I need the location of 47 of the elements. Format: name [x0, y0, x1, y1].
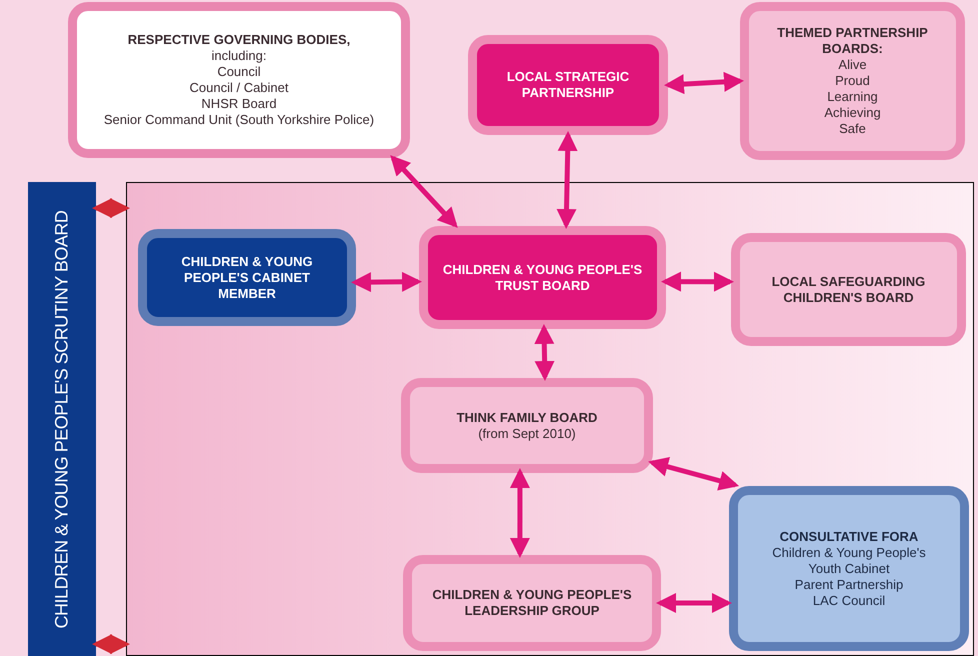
double-arrow	[92, 634, 130, 654]
node-text: Senior Command Unit (South Yorkshire Police)	[102, 112, 376, 128]
node-text: Parent Partnership	[794, 576, 904, 592]
node-text: (from Sept 2010)	[477, 426, 577, 442]
node-text: Learning	[826, 89, 879, 105]
node-title: RESPECTIVE GOVERNING BODIES,	[126, 32, 352, 48]
double-arrow	[92, 198, 130, 218]
rounded-box	[729, 486, 969, 651]
rounded-box	[731, 233, 966, 346]
node-text: Achieving	[823, 105, 882, 121]
rounded-box	[468, 35, 668, 135]
banner-title: CHILDREN & YOUNG PEOPLE'S SCRUTINY BOARD	[50, 210, 72, 628]
double-arrow	[556, 131, 578, 229]
node-text: Council	[216, 64, 262, 80]
node-title: CHILDREN & YOUNG PEOPLE'S TRUST BOARD	[442, 262, 644, 294]
rounded-box	[403, 555, 661, 651]
rounded-box	[740, 2, 965, 160]
node-text: Alive	[837, 57, 868, 73]
node-text: Proud	[834, 73, 871, 89]
node-title: CHILDREN & YOUNG PEOPLE'S LEADERSHIP GROUP	[431, 587, 633, 619]
rounded-box	[419, 226, 666, 329]
rounded-box	[68, 2, 410, 158]
rounded-box	[138, 229, 356, 326]
node-title: CHILDREN & YOUNG PEOPLE'S CABINET MEMBER	[180, 254, 314, 302]
double-arrow	[534, 324, 555, 381]
node-text: Youth Cabinet	[807, 560, 891, 576]
double-arrow	[656, 592, 732, 613]
double-arrow	[661, 272, 734, 292]
node-text: LAC Council	[812, 592, 886, 608]
frame-box	[126, 182, 974, 656]
node-title: LOCAL STRATEGIC PARTNERSHIP	[506, 69, 630, 101]
node-text: Children & Young People's	[771, 544, 927, 560]
double-arrow	[351, 272, 422, 292]
vertical-banner	[28, 182, 96, 656]
double-arrow	[648, 457, 740, 490]
node-title: THINK FAMILY BOARD	[456, 410, 598, 426]
node-title: THEMED PARTNERSHIP BOARDS:	[776, 25, 929, 57]
node-text: Safe	[838, 121, 867, 137]
double-arrow	[390, 155, 458, 228]
node-text: Council / Cabinet	[188, 80, 290, 96]
node-title: CONSULTATIVE FORA	[778, 528, 920, 544]
node-text: NHSR Board	[200, 96, 278, 112]
double-arrow	[664, 72, 744, 94]
node-text: including:	[210, 48, 268, 64]
double-arrow	[510, 468, 530, 558]
node-title: LOCAL SAFEGUARDING CHILDREN'S BOARD	[770, 274, 926, 306]
rounded-box	[401, 378, 653, 473]
